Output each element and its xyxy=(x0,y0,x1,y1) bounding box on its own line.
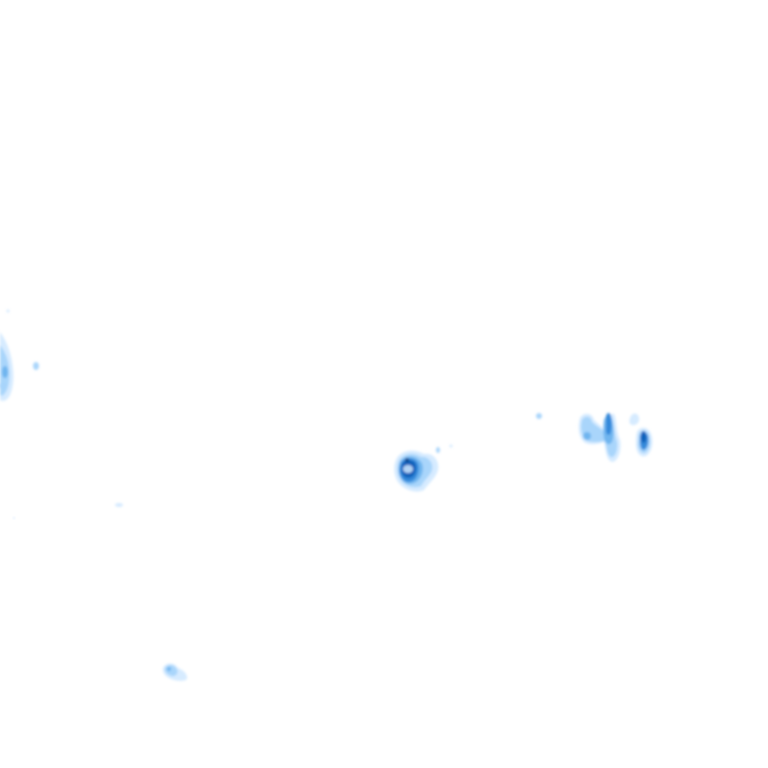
echo-group-east-cluster xyxy=(536,413,653,462)
radar-echo xyxy=(606,413,612,435)
radar-echo xyxy=(13,517,15,519)
radar-echo xyxy=(436,447,440,453)
radar-echo xyxy=(536,413,542,419)
radar-echo xyxy=(403,465,413,473)
radar-echo xyxy=(115,503,123,507)
radar-echo xyxy=(583,432,591,440)
radar-echo xyxy=(0,382,7,390)
echo-group-central-cell xyxy=(394,444,453,492)
radar-echo xyxy=(405,458,409,462)
radar-echo xyxy=(449,444,453,448)
radar-echo xyxy=(629,413,640,426)
radar-echo xyxy=(33,362,39,370)
radar-echo xyxy=(6,309,10,313)
echo-group-southwest-small xyxy=(13,517,15,519)
radar-echo xyxy=(2,366,8,378)
echo-group-west-edge xyxy=(0,309,14,401)
echo-group-west-small xyxy=(33,362,123,507)
radar-echo xyxy=(167,667,171,671)
echo-group-south-cluster xyxy=(162,663,188,681)
radar-echo xyxy=(641,431,647,443)
